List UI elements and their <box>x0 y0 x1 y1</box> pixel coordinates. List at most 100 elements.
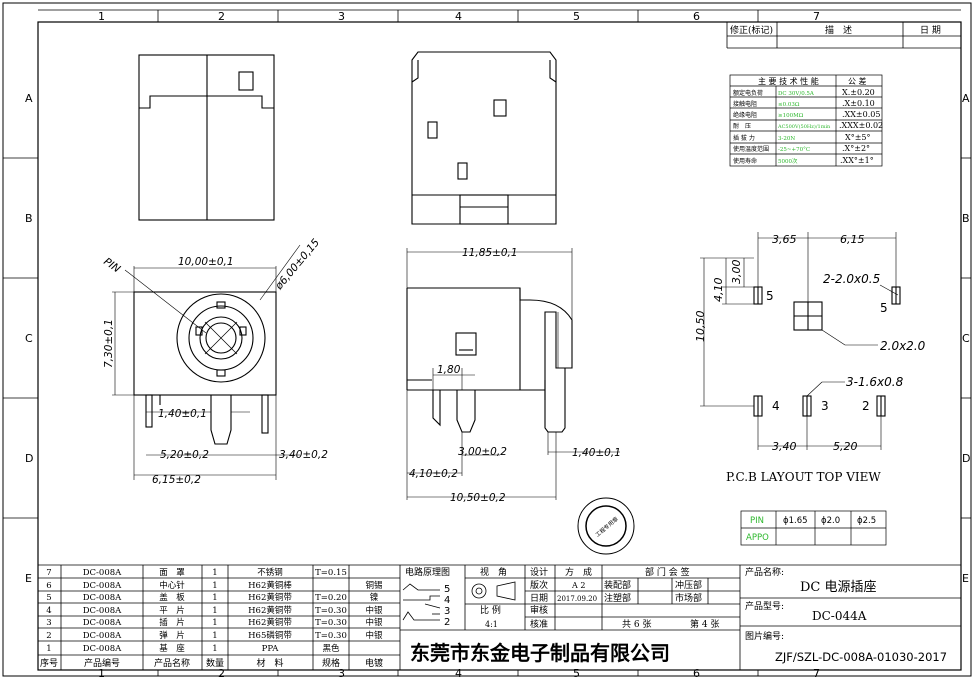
version-value: A 2 <box>571 581 585 590</box>
col-label-5: 5 <box>573 10 580 23</box>
pin-table-header-0: PIN <box>750 516 764 526</box>
row-label-e: E <box>25 572 32 585</box>
pin-label: PIN <box>101 256 122 276</box>
dim-side-pin-a: 3,00±0,2 <box>458 446 507 458</box>
bom-name-5: 盖 板 <box>159 592 185 603</box>
bom-no-4: 4 <box>46 606 51 616</box>
spec-tol-3: .XXX±0.02 <box>839 121 883 130</box>
bom-no-2: 2 <box>46 631 51 641</box>
pcb-slot-c: 3-1.6x0.8 <box>846 375 904 389</box>
dim-front-diameter: ø6,00±0,15 <box>272 236 322 292</box>
pcb-dim-1050: 10,50 <box>694 311 707 343</box>
col-label-5-bottom: 5 <box>573 667 580 679</box>
product-name: DC 电源插座 <box>800 580 877 595</box>
bom-name-1: 基 座 <box>159 643 185 654</box>
side-view <box>406 287 573 433</box>
pin-table-row-label: APPO <box>746 533 769 543</box>
title-block <box>400 565 961 670</box>
stamp-text: 工程专用章 <box>594 515 621 539</box>
bom-spec-1: 黑色 <box>322 643 340 654</box>
dim-front-height: 7,30±0,1 <box>103 319 115 368</box>
bom-material-7: 不锈钢 <box>257 567 283 578</box>
bom-material-1: PPA <box>262 644 280 654</box>
pad-label-3: 3 <box>821 399 829 413</box>
bom-header-plating: 电镀 <box>365 657 383 669</box>
bom-code-1: DC-008A <box>83 644 122 654</box>
back-view <box>138 54 275 221</box>
method-label: 方 成 <box>565 566 592 578</box>
bom-qty-3: 1 <box>212 618 217 628</box>
pcb-layout-title: P.C.B LAYOUT TOP VIEW <box>726 470 881 484</box>
circuit-pin-4: 4 <box>444 595 450 606</box>
row-label-c-right: C <box>962 332 970 345</box>
spec-label-6: 使用寿命 <box>733 157 757 165</box>
bom-code-5: DC-008A <box>83 593 122 603</box>
market-dept: 市场部 <box>675 592 702 604</box>
dim-side-pin-w: 1,80 <box>437 364 461 376</box>
col-label-2-bottom: 2 <box>218 667 225 679</box>
col-label-7-bottom: 7 <box>813 667 820 679</box>
bom-no-3: 3 <box>46 618 51 628</box>
spec-label-2: 绝缘电阻 <box>733 111 757 119</box>
bom-code-7: DC-008A <box>83 568 122 578</box>
pcb-dim-365: 3,65 <box>772 233 797 246</box>
bom-qty-1: 1 <box>212 644 217 654</box>
circuit-symbol <box>402 583 441 621</box>
product-name-label: 产品名称: <box>745 566 784 578</box>
spec-table <box>729 74 883 167</box>
revision-table <box>726 22 961 49</box>
pcb-dim-615: 6,15 <box>840 233 865 246</box>
row-label-b-right: B <box>962 212 970 225</box>
dim-side-width: 11,85±0,1 <box>462 247 518 259</box>
col-label-3: 3 <box>338 10 345 23</box>
pcb-dim-300: 3,00 <box>730 260 743 285</box>
spec-tol-5: .X°±2° <box>842 144 870 153</box>
bom-spec-3: T=0.30 <box>315 618 347 628</box>
product-model: DC-044A <box>812 609 867 623</box>
pcb-dim-520: 5,20 <box>833 440 858 453</box>
bom-spec-7: T=0.15 <box>315 568 347 578</box>
col-label-4: 4 <box>455 10 462 23</box>
date-label: 日期 <box>530 593 548 604</box>
dept-sign-label: 部 门 会 签 <box>645 566 690 578</box>
sheet-number: 第 4 张 <box>690 618 719 630</box>
pin-table <box>740 510 887 546</box>
col-label-6: 6 <box>693 10 700 23</box>
bom-code-6: DC-008A <box>83 581 122 591</box>
spec-label-0: 额定电负荷 <box>733 89 763 97</box>
bom-no-7: 7 <box>46 568 51 578</box>
row-label-b: B <box>25 212 33 225</box>
projection-symbol-icon <box>471 581 516 601</box>
scale-value: 4:1 <box>485 620 498 629</box>
review-label: 审核 <box>530 604 548 616</box>
revision-header-desc: 描 述 <box>825 24 852 36</box>
col-label-6-bottom: 6 <box>693 667 700 679</box>
bom-qty-2: 1 <box>212 631 217 641</box>
spec-tol-2: .XX±0.05 <box>842 110 880 119</box>
pcb-dim-410: 4,10 <box>712 278 725 303</box>
bom-code-4: DC-008A <box>83 606 122 616</box>
dim-pin-spacing-2: 5,20±0,2 <box>160 449 209 461</box>
bom-plating-4: 中银 <box>365 605 383 616</box>
design-label: 设计 <box>530 566 548 578</box>
bom-header-qty: 数量 <box>206 657 224 669</box>
date-value: 2017.09.20 <box>557 595 597 603</box>
bom-name-7: 面 罩 <box>159 568 185 578</box>
view-label: 视 角 <box>480 566 507 578</box>
bom-header-no: 序号 <box>40 657 58 669</box>
dim-pin-spacing-1: 1,40±0,1 <box>158 408 207 420</box>
circuit-label: 电路原理图 <box>405 566 450 578</box>
spec-value-1: ≤0.03Ω <box>778 102 800 108</box>
col-label-2: 2 <box>218 10 225 23</box>
dim-front-width: 10,00±0,1 <box>178 256 234 268</box>
spec-tol-1: .X±0.10 <box>842 99 875 108</box>
bom-header-material: 材 料 <box>256 657 283 669</box>
side-dimensions <box>406 248 620 500</box>
bom-header-spec: 规格 <box>322 657 340 669</box>
spec-tol-6: .XX°±1° <box>840 156 874 165</box>
dim-side-pin-b: 1,40±0,1 <box>572 447 621 459</box>
drawing-number: ZJF/SZL-DC-008A-01030-2017 <box>775 650 947 664</box>
dim-pin-spacing-3: 3,40±0,2 <box>279 449 328 461</box>
